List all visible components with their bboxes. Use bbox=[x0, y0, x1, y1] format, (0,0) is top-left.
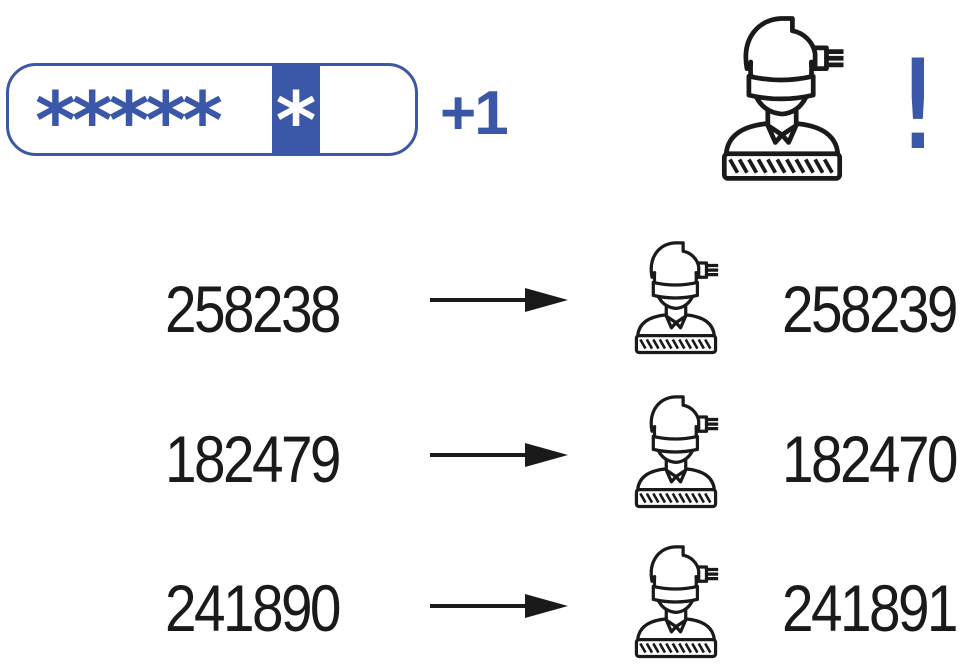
hacker-with-mask-icon bbox=[624, 237, 728, 357]
hacker-with-mask-icon bbox=[624, 391, 728, 511]
row-3-output-number: 241891 bbox=[782, 571, 959, 645]
arrow-right-icon bbox=[430, 288, 568, 312]
hacker-with-mask-icon bbox=[716, 10, 848, 185]
row-2-input-number: 182479 bbox=[165, 422, 342, 496]
row-3-input-number: 241890 bbox=[165, 571, 342, 645]
highlighted-char: * bbox=[275, 77, 317, 156]
increment-label: +1 bbox=[440, 79, 509, 148]
password-field[interactable]: ***** * bbox=[6, 63, 418, 156]
hacker-with-mask-icon bbox=[624, 541, 728, 661]
row-2-output-number: 182470 bbox=[782, 422, 959, 496]
row-1-input-number: 258238 bbox=[165, 272, 342, 346]
arrow-right-icon bbox=[430, 443, 568, 467]
arrow-right-icon bbox=[430, 594, 568, 618]
row-1-output-number: 258239 bbox=[782, 272, 959, 346]
masked-password-text: ***** bbox=[35, 77, 223, 156]
alert-exclamation: ! bbox=[893, 34, 943, 178]
password-cursor-highlight: * bbox=[272, 66, 320, 153]
